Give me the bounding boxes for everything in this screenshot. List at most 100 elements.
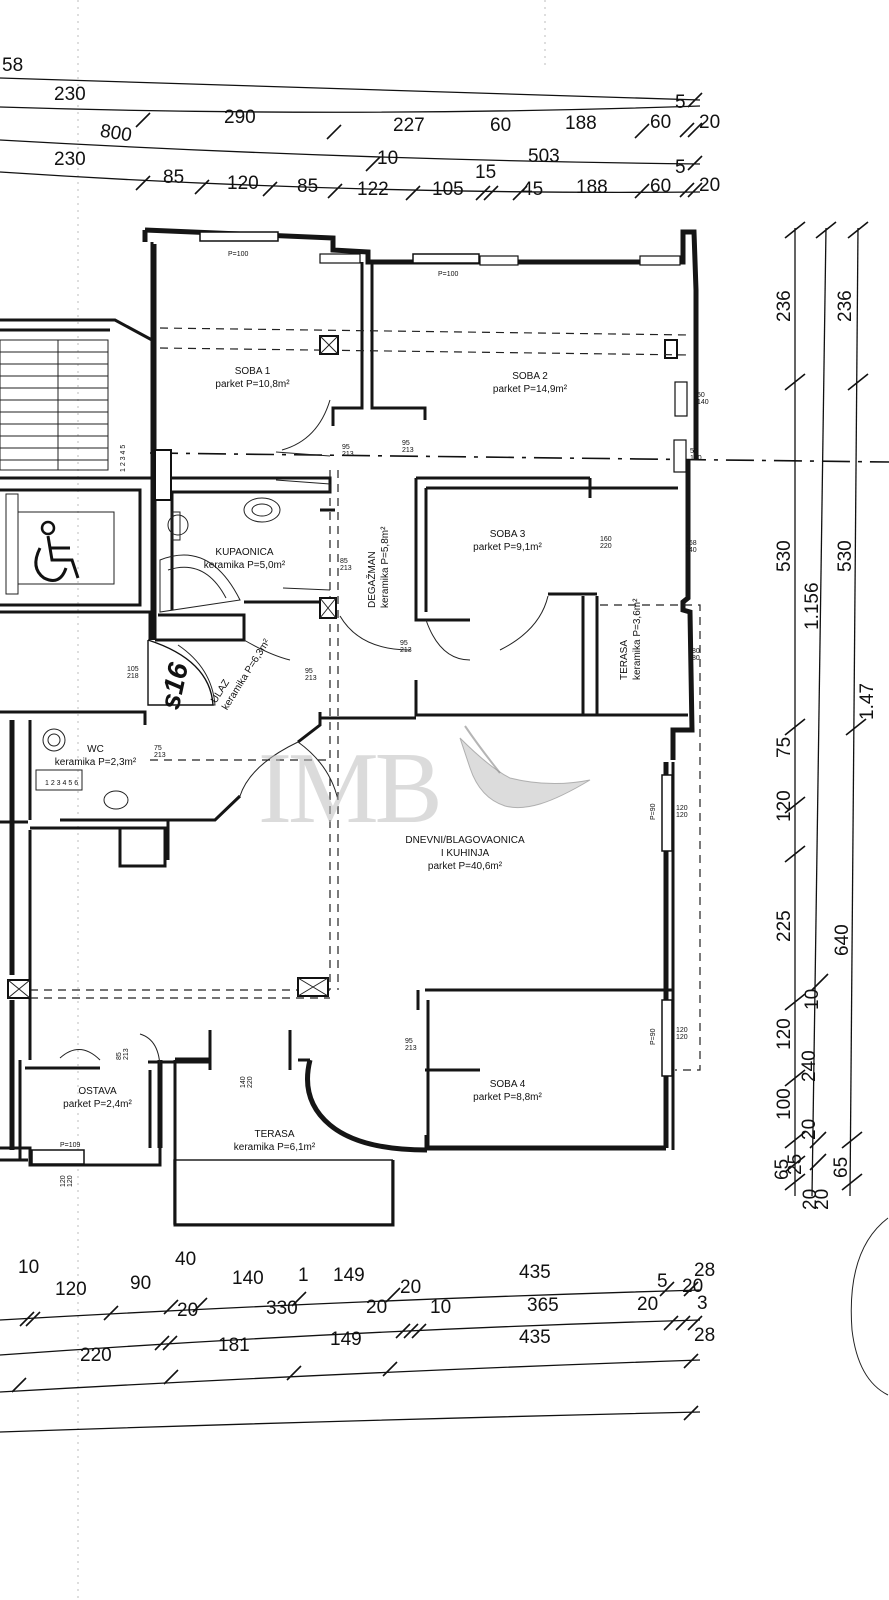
- dim-bottom: 435: [519, 1327, 551, 1348]
- exterior-walls: [0, 227, 699, 1227]
- dim-bottom: 120: [55, 1279, 87, 1300]
- room-degazman: DEGAŽMAN keramika P=5,8m²: [367, 526, 391, 608]
- room-wc: WC keramika P=2,3m²: [48, 745, 143, 768]
- top-dimension-lines: [0, 77, 703, 201]
- dim-top: 122: [357, 179, 389, 200]
- room-name: TERASA: [254, 1129, 295, 1140]
- dim-top: 60: [650, 176, 672, 197]
- window-label: P=109: [60, 1142, 81, 1149]
- room-name: SOBA 3: [489, 529, 526, 540]
- wall-pier: [319, 253, 361, 264]
- room-soba4: SOBA 4 parket P=8,8m²: [460, 1080, 555, 1103]
- room-area: keramika P=5,0m²: [203, 560, 286, 571]
- dim-top: 60: [490, 115, 512, 136]
- dim-top: 105: [432, 179, 464, 200]
- dim-right: 120: [774, 790, 795, 822]
- room-name: WC: [87, 744, 104, 755]
- dim-bottom: 149: [333, 1265, 365, 1286]
- dim-right: 236: [774, 290, 795, 322]
- dim-right: 20: [812, 1188, 833, 1210]
- dim-top: 290: [224, 107, 256, 128]
- dim-top: 230: [54, 149, 86, 170]
- staircase: [0, 339, 109, 471]
- dim-top: 5: [675, 157, 686, 178]
- room-terasa-small: TERASA keramika P=3,6m²: [619, 599, 643, 680]
- room-ostava: OSTAVA parket P=2,4m²: [50, 1087, 145, 1110]
- dim-top: 227: [393, 115, 425, 136]
- dim-bottom: 5: [657, 1271, 668, 1292]
- dove-icon: [459, 725, 591, 809]
- room-soba3: SOBA 3 parket P=9,1m²: [460, 530, 555, 553]
- room-area: parket P=2,4m²: [63, 1099, 132, 1110]
- room-soba1: SOBA 1 parket P=10,8m²: [205, 367, 300, 390]
- room-name: DEGAŽMAN: [367, 551, 378, 608]
- room-name-line2: I KUHINJA: [440, 848, 490, 859]
- dim-right: 10: [802, 988, 823, 1010]
- dim-bottom: 28: [694, 1325, 716, 1346]
- dim-bottom: 10: [430, 1297, 452, 1318]
- dim-bottom: 1: [298, 1265, 309, 1286]
- window-ostava: [31, 1149, 85, 1165]
- window-dnevni: [661, 774, 673, 852]
- dim-right: 640: [832, 924, 853, 956]
- elevator: [5, 493, 115, 595]
- dim-bottom: 20: [637, 1294, 659, 1315]
- dim-bottom: 20: [400, 1277, 422, 1298]
- dim-bottom: 10: [18, 1257, 40, 1278]
- wall-pier: [639, 255, 681, 266]
- dim-right: 236: [835, 290, 856, 322]
- dim-right: 75: [774, 736, 795, 758]
- room-area: keramika P=5,8m²: [380, 526, 391, 608]
- dim-top: 45: [522, 179, 544, 200]
- room-dnevni: DNEVNI/BLAGOVAONICA I KUHINJA parket P=4…: [400, 836, 530, 872]
- window-soba1: [199, 231, 279, 242]
- dim-top: 188: [565, 113, 597, 134]
- dim-top: 10: [377, 148, 399, 169]
- window-soba3-side: [673, 439, 687, 473]
- dim-right: 25: [785, 1153, 806, 1175]
- bottom-dimension-lines: [0, 1281, 703, 1433]
- dim-right: 20: [799, 1118, 820, 1140]
- terrace-railing: [173, 1159, 393, 1225]
- dim-bottom: 90: [130, 1273, 152, 1294]
- window-label: P=100: [438, 271, 459, 278]
- room-name: KUPAONICA: [215, 547, 274, 558]
- dim-right: 100: [774, 1088, 795, 1120]
- dim-top: 58: [2, 55, 24, 76]
- window-label: P=90: [650, 1028, 657, 1045]
- column: [664, 339, 678, 359]
- room-area: parket P=9,1m²: [473, 542, 542, 553]
- dim-top: 20: [699, 175, 721, 196]
- dim-bottom: 40: [175, 1249, 197, 1270]
- dim-bottom: 220: [80, 1345, 112, 1366]
- dim-top: 230: [54, 84, 86, 105]
- room-area: parket P=14,9m²: [492, 384, 568, 395]
- structural-columns: [7, 335, 339, 999]
- dim-bottom: 435: [519, 1262, 551, 1283]
- interior-walls: [0, 262, 688, 1160]
- dim-top: 503: [528, 146, 560, 167]
- dim-bottom: 149: [330, 1329, 362, 1350]
- room-area: keramika P=6,1m²: [233, 1142, 316, 1153]
- dim-top: 800: [98, 120, 134, 147]
- dim-top: 15: [475, 162, 497, 183]
- dim-bottom: 28: [694, 1260, 716, 1281]
- room-terasa: TERASA keramika P=6,1m²: [222, 1130, 327, 1153]
- room-kupaonica: KUPAONICA keramika P=5,0m²: [192, 548, 297, 571]
- dim-bottom: 140: [232, 1268, 264, 1289]
- window-soba2-side: [674, 381, 688, 417]
- dim-right: 240: [799, 1050, 820, 1082]
- dim-bottom: 20: [682, 1276, 704, 1297]
- stair-step-numbers: 1 2 3 4 5: [120, 444, 127, 472]
